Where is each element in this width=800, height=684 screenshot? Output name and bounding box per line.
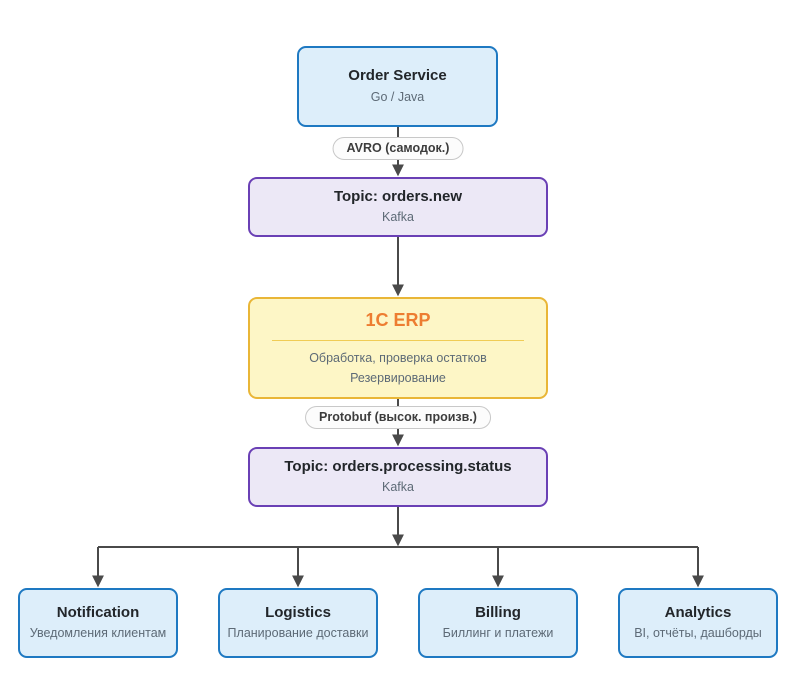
node-billing: Billing Биллинг и платежи (418, 588, 578, 658)
node-subtitle: Kafka (382, 480, 414, 495)
node-notification: Notification Уведомления клиентам (18, 588, 178, 658)
node-analytics: Analytics BI, отчёты, дашборды (618, 588, 778, 658)
node-title: Topic: orders.new (333, 187, 463, 205)
node-title: Topic: orders.processing.status (284, 457, 512, 475)
node-subtitle: Биллинг и платежи (442, 626, 554, 641)
node-title: Billing (475, 603, 521, 621)
erp-line-2: Резервирование (350, 370, 446, 385)
node-subtitle: BI, отчёты, дашборды (634, 626, 762, 641)
node-subtitle: Go / Java (370, 90, 425, 105)
node-title: Analytics (664, 603, 732, 621)
edge-label-protobuf: Protobuf (высок. произв.) (305, 406, 491, 429)
node-subtitle: Планирование доставки (227, 626, 369, 641)
node-subtitle: Уведомления клиентам (29, 626, 167, 641)
node-order-service: Order Service Go / Java (297, 46, 498, 127)
node-title: Logistics (265, 603, 331, 621)
erp-line-1: Обработка, проверка остатков (309, 350, 487, 365)
edge-label-avro: AVRO (самодок.) (332, 137, 464, 160)
node-topic-orders-new: Topic: orders.new Kafka (248, 177, 548, 237)
node-title: Order Service (348, 66, 447, 84)
erp-divider (272, 339, 524, 341)
node-logistics: Logistics Планирование доставки (218, 588, 378, 658)
node-topic-orders-processing-status: Topic: orders.processing.status Kafka (248, 447, 548, 507)
node-title: Notification (56, 603, 140, 621)
node-title: 1C ERP (365, 310, 431, 331)
node-1c-erp: 1C ERP Обработка, проверка остатков Резе… (248, 297, 548, 399)
node-subtitle: Kafka (382, 210, 414, 225)
